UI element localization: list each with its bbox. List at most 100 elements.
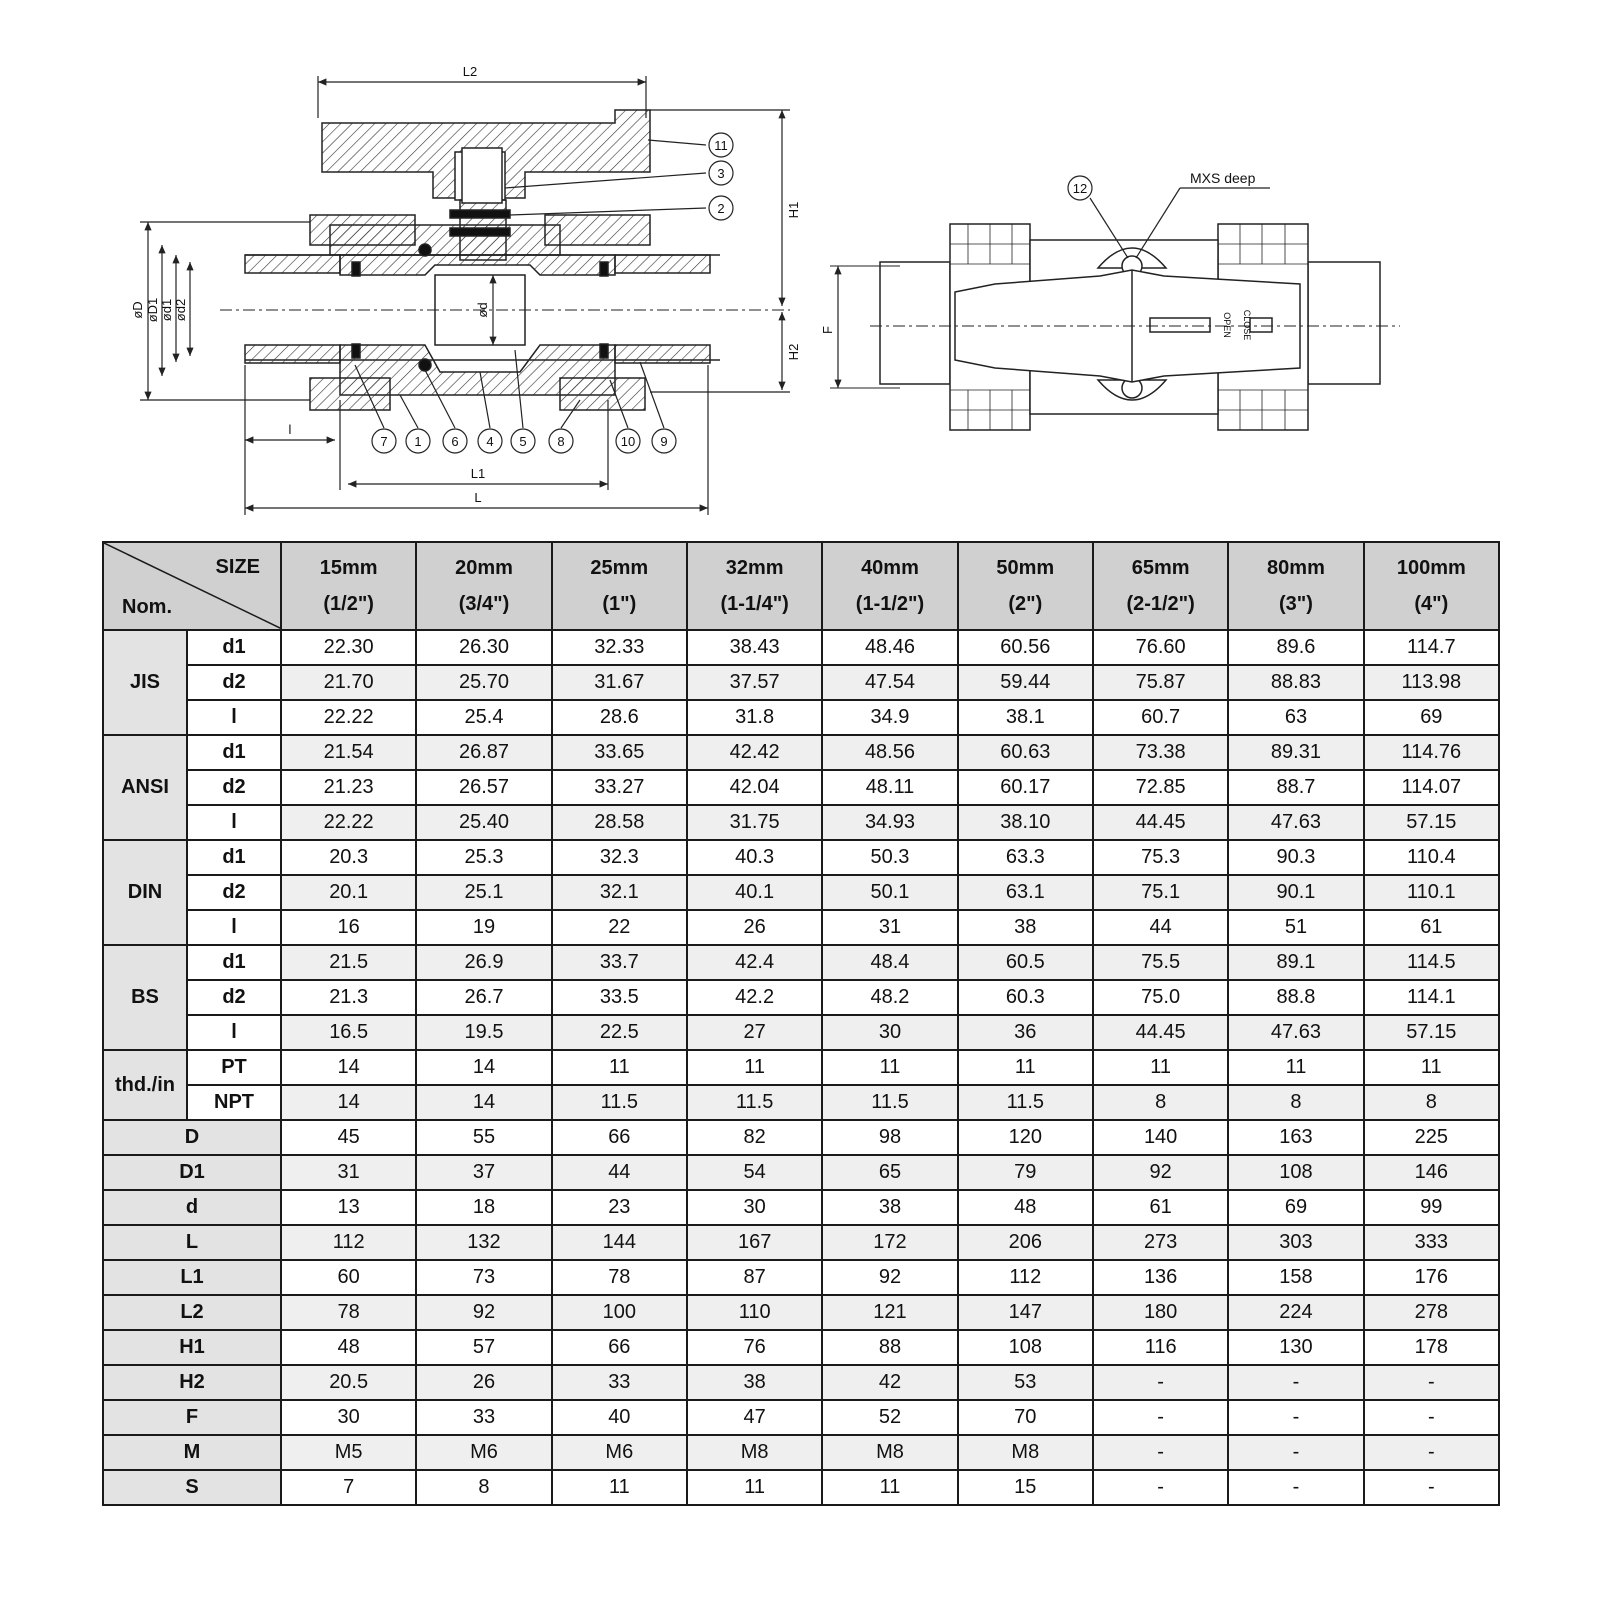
table-cell: 11	[956, 1049, 1094, 1086]
table-cell: 69	[1227, 1189, 1365, 1226]
table-cell: 19.5	[415, 1014, 553, 1051]
table-cell: 30	[279, 1399, 418, 1436]
row-label: d2	[186, 769, 282, 806]
table-cell: 25.70	[415, 664, 553, 701]
table-cell: 63.1	[956, 874, 1094, 911]
table-cell: -	[1091, 1399, 1230, 1436]
dim-l: l	[289, 422, 292, 437]
table-cell: -	[1227, 1469, 1365, 1506]
table-cell: 70	[956, 1399, 1094, 1436]
table-cell: 15	[956, 1469, 1094, 1506]
table-cell: 38	[956, 909, 1094, 946]
table-cell: 110	[685, 1294, 824, 1331]
table-cell: 11.5	[821, 1084, 959, 1121]
table-cell: 20.1	[279, 874, 418, 911]
table-cell: 20.3	[279, 839, 418, 876]
callout-2: 2	[509, 195, 734, 221]
table-cell: 225	[1362, 1119, 1501, 1156]
svg-text:4: 4	[486, 434, 493, 449]
table-cell: 50.1	[821, 874, 959, 911]
table-cell: 178	[1362, 1329, 1501, 1366]
table-cell: 21.70	[279, 664, 418, 701]
table-cell: 26.57	[415, 769, 553, 806]
table-cell: 36	[956, 1014, 1094, 1051]
table-cell: 130	[1227, 1329, 1365, 1366]
table-cell: 48	[279, 1329, 418, 1366]
open-label: OPEN	[1222, 312, 1232, 338]
table-cell: 113.98	[1362, 664, 1501, 701]
table-cell: 110.1	[1362, 874, 1501, 911]
table-cell: 89.6	[1227, 629, 1365, 666]
table-cell: 114.5	[1362, 944, 1501, 981]
svg-text:11: 11	[714, 138, 728, 153]
row-label: l	[186, 699, 282, 736]
table-cell: 11	[1091, 1049, 1230, 1086]
table-cell: 112	[279, 1224, 418, 1261]
table-cell: 78	[550, 1259, 688, 1296]
table-cell: 90.1	[1227, 874, 1365, 911]
table-cell: 65	[821, 1154, 959, 1191]
table-cell: 92	[415, 1294, 553, 1331]
table-cell: 30	[821, 1014, 959, 1051]
row-label: NPT	[186, 1084, 282, 1121]
table-cell: 88	[821, 1329, 959, 1366]
table-cell: 78	[279, 1294, 418, 1331]
table-cell: 66	[550, 1119, 688, 1156]
table-cell: 37	[415, 1154, 553, 1191]
table-cell: 90.3	[1227, 839, 1365, 876]
table-cell: 61	[1091, 1189, 1230, 1226]
table-cell: 224	[1227, 1294, 1365, 1331]
table-cell: 75.5	[1091, 944, 1230, 981]
table-cell: 38.1	[956, 699, 1094, 736]
table-cell: 28.6	[550, 699, 688, 736]
table-cell: 22.30	[279, 629, 418, 666]
size-col-header: 80mm(3")	[1227, 541, 1365, 631]
table-cell: 176	[1362, 1259, 1501, 1296]
dim-oD: øD	[130, 301, 145, 318]
param-label: D	[102, 1119, 282, 1156]
corner-diagonal	[104, 543, 282, 629]
callout-6: 6	[424, 369, 468, 454]
size-col-header: 32mm(1-1/4")	[685, 541, 824, 631]
param-label: L1	[102, 1259, 282, 1296]
table-cell: 303	[1227, 1224, 1365, 1261]
table-cell: 108	[1227, 1154, 1365, 1191]
param-label: L	[102, 1224, 282, 1261]
table-cell: 34.93	[821, 804, 959, 841]
table-cell: 92	[821, 1259, 959, 1296]
table-cell: 31.8	[685, 699, 824, 736]
table-cell: 11	[550, 1469, 688, 1506]
table-cell: 19	[415, 909, 553, 946]
table-cell: 114.07	[1362, 769, 1501, 806]
table-cell: 61	[1362, 909, 1501, 946]
svg-text:5: 5	[519, 434, 526, 449]
table-cell: 33.27	[550, 769, 688, 806]
table-cell: 63	[1227, 699, 1365, 736]
table-cell: 14	[279, 1084, 418, 1121]
top-view	[830, 187, 1400, 431]
table-cell: 72.85	[1091, 769, 1230, 806]
table-cell: 75.0	[1091, 979, 1230, 1016]
table-cell: 33	[415, 1399, 553, 1436]
table-cell: 44.45	[1091, 1014, 1230, 1051]
table-cell: 42.04	[685, 769, 824, 806]
table-cell: 25.3	[415, 839, 553, 876]
table-cell: -	[1227, 1399, 1365, 1436]
table-cell: 11	[685, 1049, 824, 1086]
table-cell: 60	[279, 1259, 418, 1296]
size-col-header: 15mm(1/2")	[279, 541, 418, 631]
dimension-labels: L2 H1 H2 øD øD1 ød1 ød2 ød l L1 L F	[130, 64, 835, 505]
svg-text:9: 9	[660, 434, 667, 449]
